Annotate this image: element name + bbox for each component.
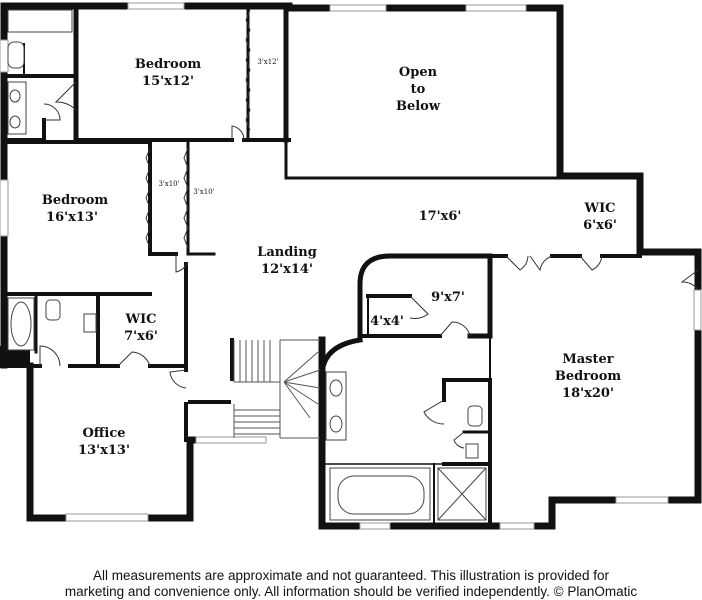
wic-right-name: WIC xyxy=(583,201,615,216)
office-dim: 13'x13' xyxy=(78,443,130,458)
office-name: Office xyxy=(82,426,125,441)
closet-dim-2: 3'x10' xyxy=(158,180,179,188)
disclaimer-line-1: All measurements are approximate and not… xyxy=(92,568,610,583)
open-to-below-line2: to xyxy=(411,82,426,97)
wic-left-name: WIC xyxy=(124,312,156,327)
floor-plan: Bedroom 15'x12' 3'x12' Open to Below Bed… xyxy=(0,2,702,530)
bedroom-top-dim: 15'x12' xyxy=(142,74,194,89)
door-swings xyxy=(39,81,699,449)
landing-name: Landing xyxy=(257,245,317,260)
balcony-dim: 17'x6' xyxy=(419,209,462,224)
closet-9x7-dim: 9'x7' xyxy=(431,290,465,305)
wic-left-dim: 7'x6' xyxy=(124,329,158,344)
closet-doors xyxy=(145,9,251,249)
closet-dim-1: 3'x12' xyxy=(257,58,278,66)
master-name: Master xyxy=(562,352,613,367)
staircase xyxy=(233,339,321,439)
closet-dim-3: 3'x10' xyxy=(193,188,214,196)
landing-dim: 12'x14' xyxy=(261,262,313,277)
fixtures xyxy=(7,9,487,521)
room-labels: Bedroom 15'x12' 3'x12' Open to Below Bed… xyxy=(42,57,622,458)
disclaimer-line-2: marketing and convenience only. All info… xyxy=(64,584,638,599)
windows xyxy=(0,2,702,530)
bedroom-left-name: Bedroom xyxy=(42,193,109,208)
wic-right-dim: 6'x6' xyxy=(583,218,617,233)
master-name2: Bedroom xyxy=(555,369,622,384)
bedroom-top-name: Bedroom xyxy=(135,57,202,72)
disclaimer: All measurements are approximate and not… xyxy=(0,568,702,600)
closet-4x4-dim: 4'x4' xyxy=(370,314,404,329)
open-to-below-line1: Open xyxy=(399,65,438,80)
bedroom-left-dim: 16'x13' xyxy=(46,210,98,225)
master-dim: 18'x20' xyxy=(562,386,614,401)
open-to-below-line3: Below xyxy=(396,99,441,114)
